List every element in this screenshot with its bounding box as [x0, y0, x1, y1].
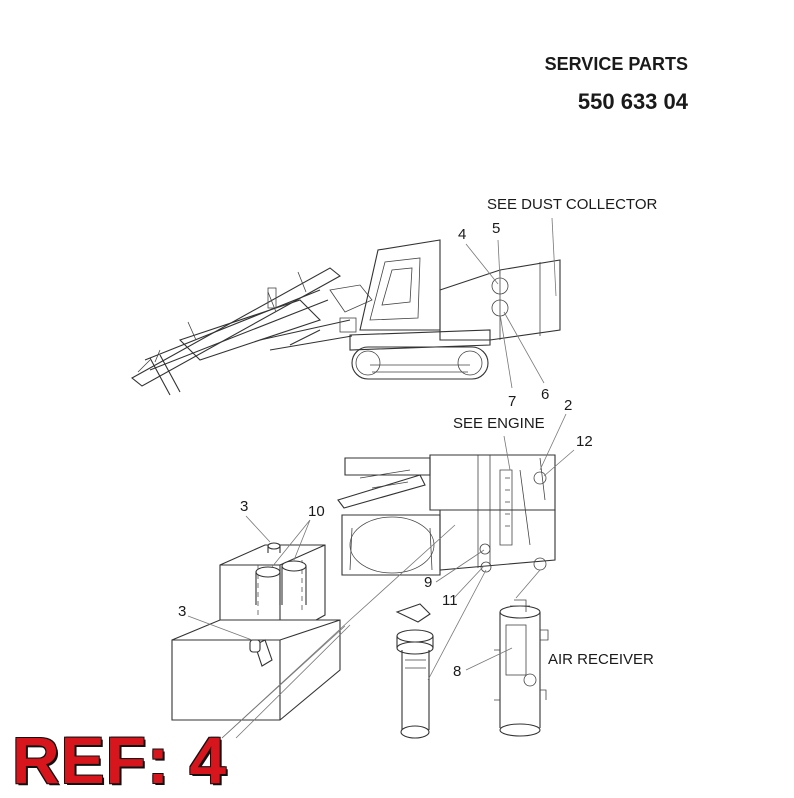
callout-10: 10 — [308, 503, 325, 520]
callout-6: 6 — [541, 386, 549, 403]
filter-illustration — [395, 603, 434, 739]
callout-5: 5 — [492, 220, 500, 237]
callout-3a: 3 — [240, 498, 248, 515]
air-receiver-label: AIR RECEIVER — [548, 651, 654, 668]
callout-2: 2 — [564, 397, 572, 414]
callout-11: 11 — [442, 592, 458, 609]
callout-3b: 3 — [178, 603, 186, 620]
air-receiver-illustration — [494, 599, 549, 737]
page-title: SERVICE PARTS — [544, 54, 688, 74]
machine-body-illustration — [337, 454, 556, 576]
callout-4: 4 — [458, 226, 466, 243]
callout-7: 7 — [508, 393, 516, 410]
callout-12: 12 — [576, 433, 593, 450]
callout-9: 9 — [424, 574, 432, 591]
tank-illustration — [171, 542, 341, 721]
part-number: 550 633 04 — [577, 89, 688, 114]
drill-rig-illustration — [131, 239, 561, 396]
reference-stamp: REF: 4 — [12, 723, 228, 797]
see-dust-collector-label: SEE DUST COLLECTOR — [487, 196, 657, 213]
see-engine-label: SEE ENGINE — [453, 415, 545, 432]
callout-8: 8 — [453, 663, 461, 680]
